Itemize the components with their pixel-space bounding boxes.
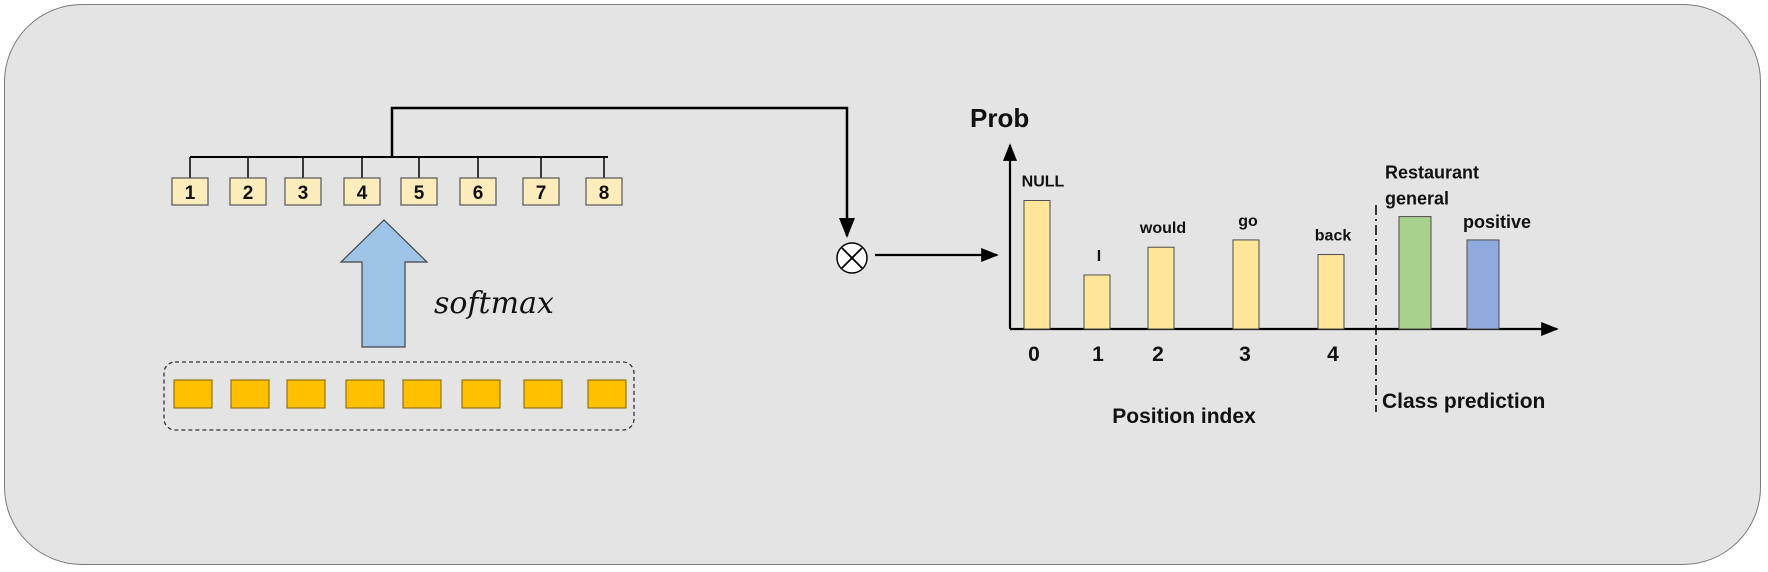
weight-label: 8 — [599, 183, 610, 204]
input-vector — [173, 379, 213, 409]
class-bar — [1398, 216, 1432, 330]
input-vector — [345, 379, 385, 409]
class-bar — [1466, 239, 1500, 330]
bar-word-label: I — [1097, 248, 1101, 265]
weight-box — [171, 177, 209, 206]
position-index-tick: 3 — [1239, 343, 1251, 366]
position-bar — [1317, 254, 1345, 330]
weight-label: 7 — [536, 183, 547, 204]
class-bar-label: general — [1385, 189, 1449, 209]
position-bar — [1023, 200, 1051, 330]
weight-box — [400, 177, 438, 206]
weight-box — [229, 177, 267, 206]
bar-word-label: would — [1139, 220, 1186, 237]
position-index-tick: 1 — [1092, 343, 1104, 366]
weight-box — [284, 177, 322, 206]
position-index-tick: 2 — [1152, 343, 1164, 366]
bar-word-label: back — [1315, 228, 1352, 245]
softmax-label: softmax — [434, 286, 554, 321]
input-vector — [461, 379, 501, 409]
chart-bars: NULL 0 I 1 would 2 go 3 back 4 Restaurant general po… — [1022, 163, 1531, 366]
weight-label: 3 — [298, 183, 309, 204]
class-bar-label: positive — [1463, 212, 1531, 232]
position-bar — [1232, 239, 1260, 330]
weight-label: 5 — [414, 183, 425, 204]
bar-word-label: NULL — [1022, 174, 1065, 191]
weight-box — [522, 177, 560, 206]
weight-label: 1 — [185, 183, 196, 204]
attention-weights: 1 2 3 4 5 6 7 8 — [171, 156, 623, 206]
class-prediction-label: Class prediction — [1382, 390, 1545, 413]
weight-label: 6 — [473, 183, 484, 204]
position-index-label: Position index — [1112, 405, 1256, 428]
position-bar — [1147, 246, 1175, 330]
input-vector — [230, 379, 270, 409]
input-container — [163, 361, 635, 431]
multiply-cross-b — [841, 247, 863, 269]
class-bar-label: Restaurant — [1385, 163, 1479, 183]
weights-to-operator-connector — [390, 106, 855, 238]
bar-word-label: go — [1238, 213, 1258, 230]
input-vector — [286, 379, 326, 409]
weight-box — [459, 177, 497, 206]
weight-label: 4 — [357, 183, 368, 204]
input-vector — [402, 379, 442, 409]
y-axis-label: Prob — [970, 103, 1029, 133]
position-bar — [1083, 274, 1111, 330]
input-vector — [523, 379, 563, 409]
weight-label: 2 — [243, 183, 254, 204]
input-vector — [587, 379, 627, 409]
weight-box — [585, 177, 623, 206]
weight-box — [343, 177, 381, 206]
softmax-arrow — [339, 219, 429, 348]
position-index-tick: 4 — [1327, 343, 1339, 366]
input-vectors — [173, 379, 627, 409]
position-index-tick: 0 — [1028, 343, 1040, 366]
